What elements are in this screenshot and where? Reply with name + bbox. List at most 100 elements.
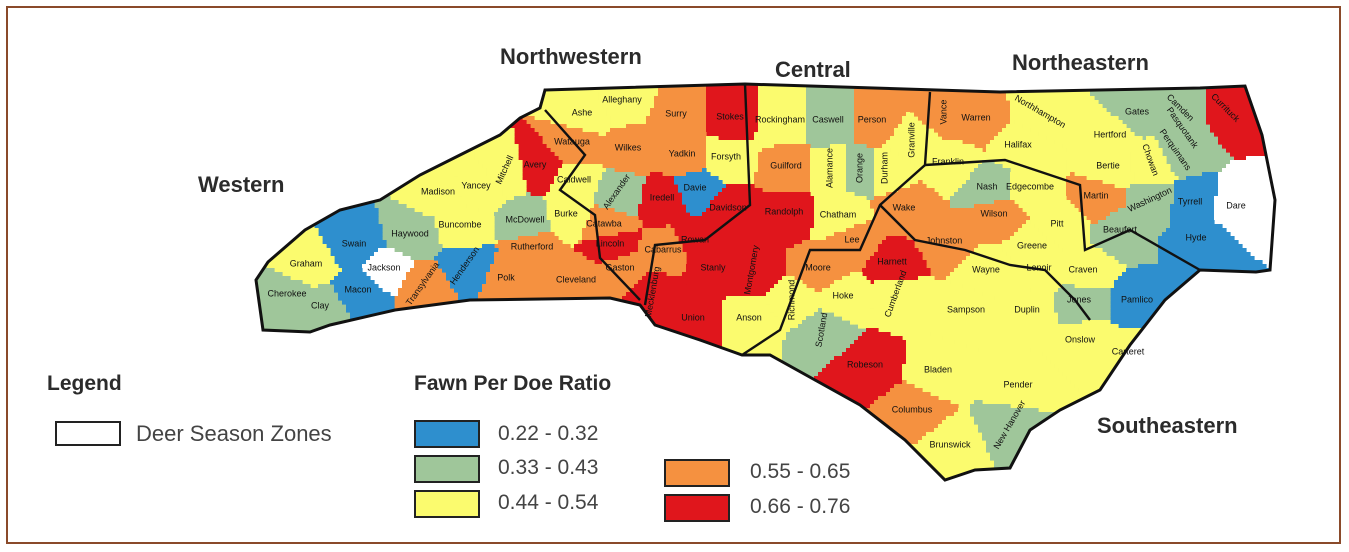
county-warren	[958, 84, 1011, 153]
county-label: Macon	[344, 284, 371, 294]
county-label: Harnett	[877, 256, 907, 266]
county-alamance	[810, 144, 847, 197]
county-label: Rockingham	[755, 114, 805, 124]
county-harnett	[862, 236, 931, 285]
county-label: Rowan	[681, 234, 709, 244]
legend-label-class-0: 0.22 - 0.32	[498, 422, 598, 446]
county-label: Union	[681, 312, 705, 322]
county-label: Lenoir	[1026, 262, 1051, 272]
county-label: Lee	[844, 234, 859, 244]
county-label: Moore	[805, 262, 831, 272]
county-label: Wake	[893, 202, 916, 212]
county-tyrrell	[1170, 172, 1219, 225]
county-label: Iredell	[650, 192, 675, 202]
county-stokes	[706, 84, 763, 141]
legend-title: Legend	[47, 372, 122, 396]
zone-boundary	[643, 83, 752, 306]
county-onslow	[1038, 320, 1115, 401]
zone-legend-label: Deer Season Zones	[136, 421, 332, 447]
county-alexander	[594, 168, 647, 217]
county-orange	[846, 144, 875, 201]
county-label: Wilkes	[615, 142, 642, 152]
county-label: Dare	[1226, 200, 1246, 210]
county-label: Sampson	[947, 304, 985, 314]
county-label: Franklin	[932, 156, 964, 166]
legend-swatch-class-4	[664, 494, 730, 522]
county-label: Chatham	[820, 209, 857, 219]
county-bertie	[1066, 152, 1135, 189]
county-label: Buncombe	[438, 219, 481, 229]
county-label: Jackson	[367, 262, 400, 272]
county-moore	[786, 240, 855, 293]
county-label: Johnston	[926, 235, 963, 245]
county-label: Columbus	[892, 404, 933, 414]
county-label: Haywood	[391, 228, 429, 238]
county-label: Ashe	[572, 107, 593, 117]
region-label-southeastern: Southeastern	[1097, 413, 1238, 439]
county-beaufort	[1090, 208, 1163, 269]
ratio-legend-title: Fawn Per Doe Ratio	[414, 372, 611, 396]
county-pitt	[1030, 196, 1091, 253]
county-label: Cherokee	[267, 288, 306, 298]
county-label: Yancey	[461, 180, 491, 190]
county-cherokee	[256, 260, 311, 401]
county-label: Nash	[976, 181, 997, 191]
county-label: Martin	[1083, 190, 1108, 200]
region-label-northeastern: Northeastern	[1012, 50, 1149, 76]
county-label: Robeson	[847, 359, 883, 369]
county-label: Warren	[961, 112, 990, 122]
county-label: Stanly	[700, 262, 726, 272]
county-label: Swain	[342, 238, 367, 248]
county-label: Anson	[736, 312, 762, 322]
county-forsyth	[706, 136, 763, 185]
county-label: Onslow	[1065, 334, 1096, 344]
zone-legend-swatch	[55, 421, 121, 446]
county-label: Richmond	[786, 280, 796, 321]
county-greene	[1002, 220, 1063, 265]
county-label: Hoke	[832, 290, 853, 300]
county-label: Burke	[554, 208, 578, 218]
legend-swatch-class-0	[414, 420, 480, 448]
county-label: Bladen	[924, 364, 952, 374]
county-franklin	[918, 140, 987, 201]
legend-swatch-class-1	[414, 455, 480, 483]
county-label: Cleveland	[556, 274, 596, 284]
county-label: Yadkin	[669, 148, 696, 158]
legend-label-class-4: 0.66 - 0.76	[750, 495, 850, 519]
county-label: Pender	[1003, 379, 1032, 389]
county-label: Edgecombe	[1006, 181, 1054, 191]
county-camden	[1158, 84, 1207, 121]
county-pasquotank	[1154, 120, 1227, 153]
county-montgomery	[734, 236, 787, 297]
county-label: Hertford	[1094, 129, 1127, 139]
county-label: Polk	[497, 272, 515, 282]
county-label: Granville	[906, 122, 916, 158]
county-label: Catawba	[586, 218, 622, 228]
county-label: Stokes	[716, 111, 744, 121]
county-label: Gaston	[605, 262, 634, 272]
county-lincoln	[574, 228, 643, 265]
county-cabarrus	[638, 224, 687, 277]
county-label: Guilford	[770, 160, 802, 170]
county-dare	[1214, 156, 1275, 277]
county-label: Gates	[1125, 106, 1150, 116]
county-label: Duplin	[1014, 304, 1040, 314]
county-label: Watauga	[554, 136, 590, 146]
county-chowan	[1130, 136, 1179, 185]
county-label: Carteret	[1112, 346, 1145, 356]
county-avery	[510, 108, 563, 197]
county-label: Pitt	[1050, 218, 1064, 228]
county-label: Avery	[524, 159, 547, 169]
county-chatham	[810, 192, 875, 241]
county-label: Brunswick	[929, 439, 971, 449]
county-label: Randolph	[765, 206, 804, 216]
county-caswell	[806, 84, 855, 149]
county-label: Beaufort	[1103, 224, 1138, 234]
county-iredell	[638, 172, 691, 229]
county-mcdowell	[494, 192, 551, 241]
county-label: Halifax	[1004, 139, 1032, 149]
county-jones	[1054, 284, 1111, 325]
county-label: Alamance	[824, 148, 834, 188]
county-label: Bertie	[1096, 160, 1120, 170]
county-label: Madison	[421, 186, 455, 196]
